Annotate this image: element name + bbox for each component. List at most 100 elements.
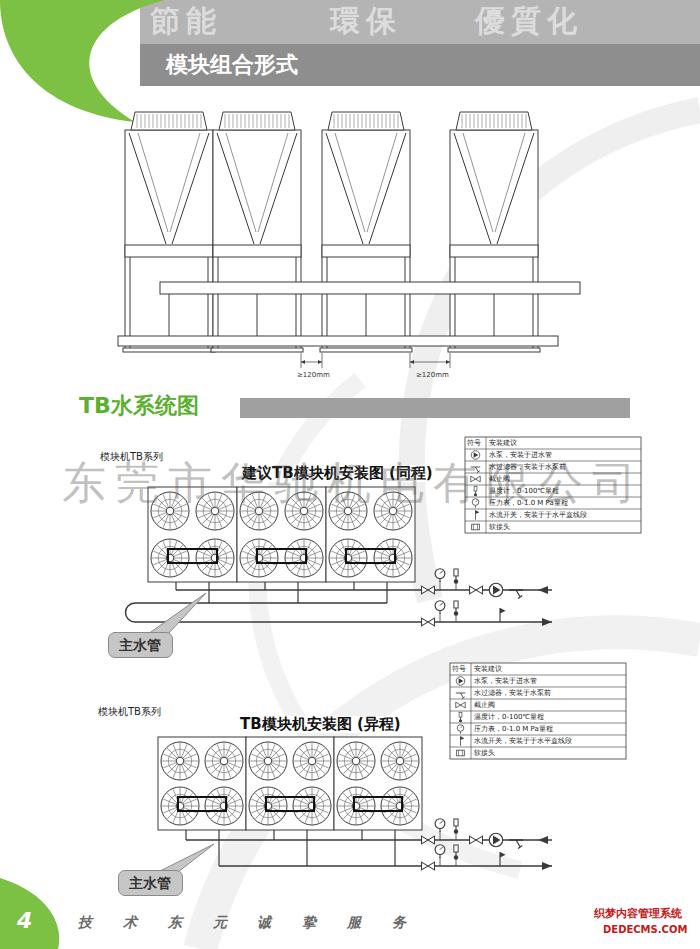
fan-spoke — [163, 515, 168, 528]
legend-text: 截止阀 — [489, 474, 510, 484]
fan-spoke — [184, 799, 197, 804]
fan-spoke — [152, 558, 166, 559]
thermo-symbol — [454, 569, 458, 584]
module-row — [158, 737, 422, 830]
fan-grille — [378, 114, 379, 128]
fan-grille — [370, 114, 371, 128]
module-box — [158, 737, 246, 830]
fan-spoke — [263, 551, 276, 556]
fan-spoke — [339, 807, 352, 812]
fan-spoke — [219, 504, 232, 509]
fan-grille — [394, 114, 395, 128]
gauge-symbol — [472, 499, 479, 508]
fan — [374, 539, 412, 577]
gauge-branch — [440, 831, 441, 840]
fan-spoke — [153, 504, 166, 509]
fan-spoke — [305, 744, 310, 757]
fan-spoke — [228, 807, 241, 812]
legend-text: 水过滤器，安装于水泵前 — [474, 688, 551, 698]
table-rule — [465, 521, 641, 522]
thermo-body — [454, 819, 458, 826]
fan-spoke — [331, 559, 344, 564]
fan-grille — [514, 114, 515, 128]
fan-spoke — [224, 765, 225, 779]
valve-symbol — [471, 476, 481, 482]
fan-ring — [240, 492, 278, 530]
fan-hub — [308, 757, 316, 765]
legend-table — [450, 663, 626, 759]
fan-spoke — [198, 504, 211, 509]
node-text: 主水管 — [119, 636, 162, 654]
unit-frame — [125, 130, 213, 350]
thermo-body — [454, 601, 458, 608]
fan-spoke — [174, 512, 187, 517]
extension-line — [322, 353, 323, 368]
fan-hub — [166, 507, 174, 515]
fan-spoke — [393, 744, 398, 757]
coil — [326, 133, 363, 244]
valve-symbol — [422, 586, 435, 594]
fan-grille — [157, 114, 158, 128]
fan-grille — [153, 114, 154, 128]
fan-spoke — [295, 754, 308, 759]
fan-spoke — [180, 788, 181, 802]
legend-text: 温度计，0-100℃量程 — [489, 486, 559, 496]
fan-hub — [220, 757, 228, 765]
fan-spoke — [401, 744, 406, 757]
fan-spoke — [269, 765, 274, 778]
fan-spoke — [250, 761, 264, 762]
fan-spoke — [357, 789, 362, 802]
fan-grille — [245, 114, 246, 128]
fan — [151, 492, 189, 530]
gauge-needle — [440, 571, 443, 574]
fan-grille — [346, 114, 347, 128]
fan-spoke — [393, 493, 394, 507]
fan-spoke — [404, 761, 418, 762]
fan-spoke — [396, 545, 406, 555]
fan-spoke — [297, 541, 302, 554]
fan-spoke — [316, 807, 329, 812]
fan-spoke — [343, 764, 353, 774]
fan-ring — [285, 539, 323, 577]
fan-spoke — [255, 764, 265, 774]
fan-spoke — [297, 515, 302, 528]
fan-spoke — [400, 788, 401, 802]
fan-cap — [456, 112, 532, 130]
fan-spoke — [335, 498, 345, 508]
fan-spoke — [152, 511, 166, 512]
fan-spoke — [227, 809, 237, 819]
fan-ring — [205, 787, 243, 825]
fan-spoke — [224, 743, 225, 757]
fan-spoke — [339, 754, 352, 759]
fan-grille — [237, 114, 238, 128]
fan-spoke — [268, 788, 269, 802]
fan — [161, 742, 199, 780]
fan-spoke — [218, 561, 228, 571]
fan — [205, 742, 243, 780]
pipe-drop — [394, 830, 395, 866]
fan-spoke — [227, 748, 237, 758]
thermo-body — [454, 569, 458, 576]
fan — [285, 492, 323, 530]
fan-spoke — [396, 514, 406, 524]
pipe-drop — [297, 582, 298, 603]
fan-spoke — [262, 514, 272, 524]
fan — [381, 787, 419, 825]
fan-spoke — [305, 515, 310, 528]
gauge-dial — [457, 725, 464, 732]
chiller-unit — [320, 112, 412, 352]
pipe-drop — [306, 830, 307, 866]
fan — [196, 492, 234, 530]
fan-spoke — [349, 515, 354, 528]
fan-spoke — [272, 799, 285, 804]
coil — [463, 133, 493, 232]
module-box — [246, 737, 334, 830]
joint-body — [457, 750, 465, 756]
fan-spoke — [360, 761, 374, 762]
fan-grille — [462, 114, 463, 128]
fan-spoke — [404, 762, 417, 767]
fan-hub — [264, 757, 272, 765]
fan-spoke — [331, 504, 344, 509]
